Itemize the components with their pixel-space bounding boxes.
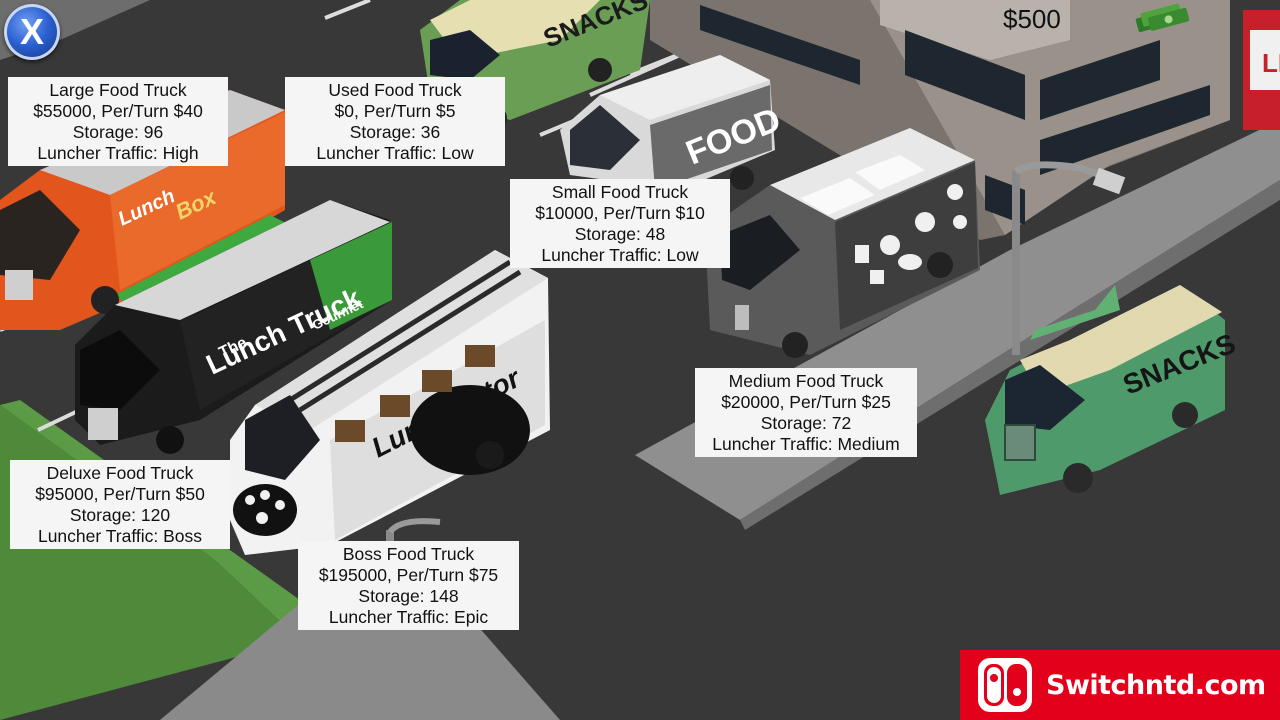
close-icon: X: [19, 11, 44, 52]
street-lamp-right: [1012, 161, 1126, 355]
truck-storage: Storage: 48: [574, 224, 666, 244]
truck-price: $55000, Per/Turn $40: [33, 101, 203, 121]
cash-stack-icon: [1135, 3, 1190, 33]
truck-name: Large Food Truck: [49, 80, 187, 100]
info-large-truck[interactable]: Large Food Truck $55000, Per/Turn $40 St…: [8, 77, 228, 166]
watermark-banner: Switchntd.com: [960, 650, 1280, 720]
truck-medium-food[interactable]: [705, 128, 980, 358]
info-deluxe-truck[interactable]: Deluxe Food Truck $95000, Per/Turn $50 S…: [10, 460, 230, 549]
truck-storage: Storage: 120: [69, 505, 171, 525]
truck-name: Deluxe Food Truck: [46, 463, 194, 483]
money-display: $500: [1003, 4, 1061, 34]
truck-traffic: Luncher Traffic: Low: [316, 143, 474, 163]
truck-boss-lunchinator[interactable]: Lunchinator: [230, 250, 550, 555]
truck-name: Used Food Truck: [328, 80, 462, 100]
info-boss-truck[interactable]: Boss Food Truck $195000, Per/Turn $75 St…: [298, 541, 519, 630]
truck-name: Boss Food Truck: [342, 544, 475, 564]
close-button[interactable]: X: [4, 4, 60, 60]
truck-small-food[interactable]: FOOD: [560, 55, 786, 190]
truck-price: $0, Per/Turn $5: [334, 101, 456, 121]
office-building: [650, 0, 1280, 240]
truck-storage: Storage: 36: [349, 122, 441, 142]
truck-price: $20000, Per/Turn $25: [721, 392, 891, 412]
truck-traffic: Luncher Traffic: Medium: [712, 434, 900, 454]
truck-traffic: Luncher Traffic: High: [37, 143, 199, 163]
switch-logo-icon: [978, 658, 1032, 712]
truck-name: Medium Food Truck: [728, 371, 884, 391]
info-small-truck[interactable]: Small Food Truck $10000, Per/Turn $10 St…: [510, 179, 730, 268]
truck-name: Small Food Truck: [551, 182, 689, 202]
truck-price: $95000, Per/Turn $50: [35, 484, 205, 504]
truck-price: $10000, Per/Turn $10: [535, 203, 705, 223]
truck-price: $195000, Per/Turn $75: [318, 565, 499, 585]
store-sign: LI: [1262, 48, 1280, 78]
truck-storage: Storage: 148: [358, 586, 459, 606]
truck-street-snacks: SNACKS: [985, 285, 1240, 495]
watermark-text: Switchntd.com: [1046, 669, 1266, 701]
truck-storage: Storage: 96: [72, 122, 164, 142]
truck-storage: Storage: 72: [760, 413, 852, 433]
sidewalk-bottom: [160, 560, 560, 720]
info-medium-truck[interactable]: Medium Food Truck $20000, Per/Turn $25 S…: [695, 368, 917, 457]
truck-traffic: Luncher Traffic: Epic: [328, 607, 489, 627]
info-used-truck[interactable]: Used Food Truck $0, Per/Turn $5 Storage:…: [285, 77, 505, 166]
truck-traffic: Luncher Traffic: Low: [541, 245, 699, 265]
truck-traffic: Luncher Traffic: Boss: [37, 526, 203, 546]
